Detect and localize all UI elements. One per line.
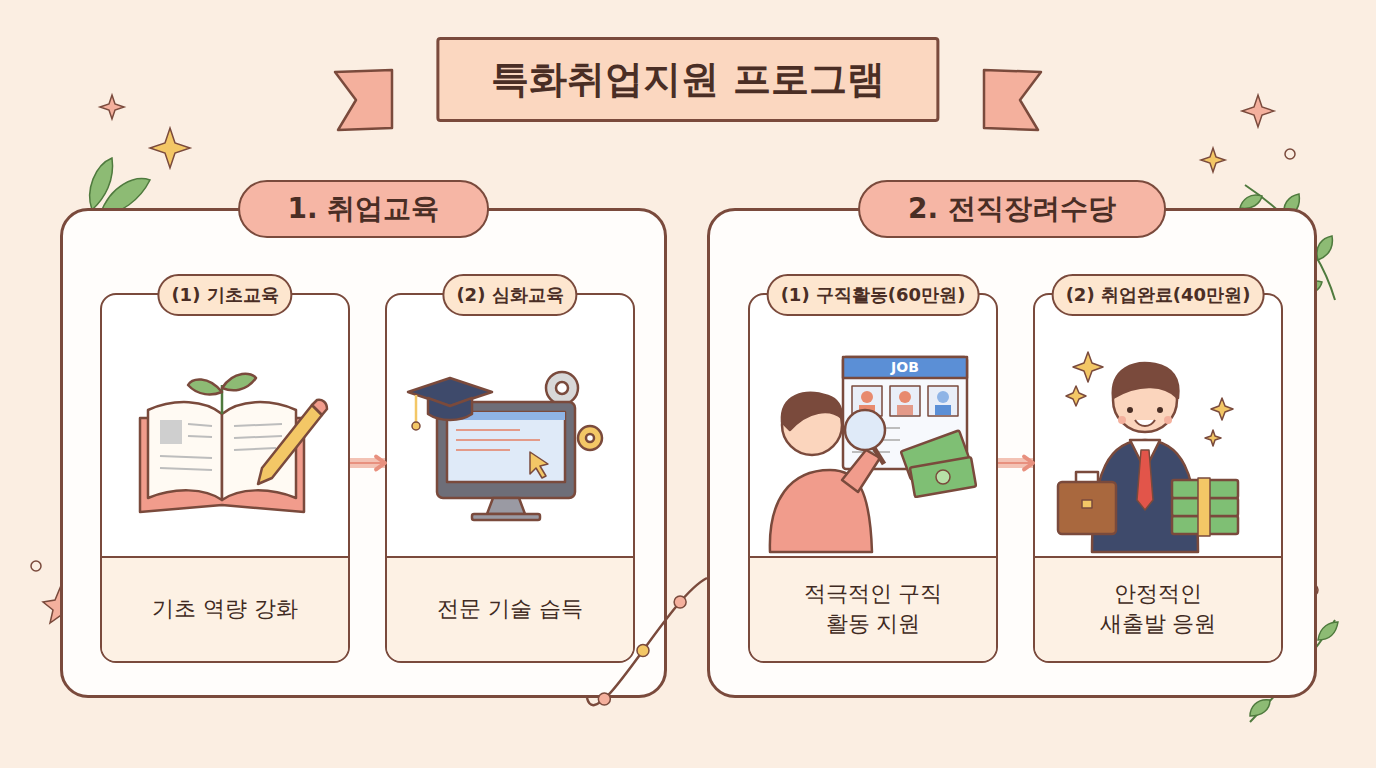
arrow-head <box>1024 457 1033 470</box>
vine-dot <box>674 596 686 608</box>
connector-line <box>998 462 1033 464</box>
section-panel: 1. 취업교육(1) 기초교육기초 역량 강화(2) 심화교육전문 기술 습득 <box>60 208 667 698</box>
card-footer-band <box>1035 556 1281 661</box>
job-search-illustration <box>770 357 976 552</box>
section-heading: 1. 취업교육 <box>238 180 490 238</box>
step-card: (2) 심화교육전문 기술 습득 <box>385 293 635 663</box>
step-card: (1) 기초교육기초 역량 강화 <box>100 293 350 663</box>
employee-illustration <box>1058 352 1238 552</box>
connector-line <box>350 462 385 464</box>
card-footer-band <box>750 556 996 661</box>
step-description: 안정적인 새출발 응원 <box>1078 579 1238 638</box>
connector-band <box>998 458 1033 468</box>
step-heading: (2) 취업완료(40만원) <box>1052 274 1265 316</box>
connector-band <box>350 458 385 468</box>
step-card: (2) 취업완료(40만원)안정적인 새출발 응원 <box>1033 293 1283 663</box>
connector <box>350 457 385 470</box>
arrow-head <box>376 457 385 470</box>
connectors <box>350 457 1033 706</box>
step-heading: (2) 심화교육 <box>442 274 577 316</box>
step-description: 적극적인 구직 활동 지원 <box>793 579 953 638</box>
computer-illustration <box>408 372 602 520</box>
connector <box>998 457 1033 470</box>
section-panel: 2. 전직장려수당(1) 구직활동(60만원)적극적인 구직 활동 지원(2) … <box>707 208 1317 698</box>
step-heading: (1) 구직활동(60만원) <box>767 274 980 316</box>
vine-dot <box>637 645 649 657</box>
title-banner: 특화취업지원 프로그램 <box>436 37 939 122</box>
connector <box>587 578 707 705</box>
step-heading: (1) 기초교육 <box>157 274 292 316</box>
step-card: (1) 구직활동(60만원)적극적인 구직 활동 지원 <box>748 293 998 663</box>
section-heading: 2. 전직장려수당 <box>858 180 1166 238</box>
step-description: 전문 기술 습득 <box>430 594 590 624</box>
step-description: 기초 역량 강화 <box>145 594 305 624</box>
job-board-label: JOB <box>843 357 967 378</box>
vine-line <box>587 578 707 705</box>
vine-dot <box>598 693 610 705</box>
book-illustration <box>140 374 327 512</box>
